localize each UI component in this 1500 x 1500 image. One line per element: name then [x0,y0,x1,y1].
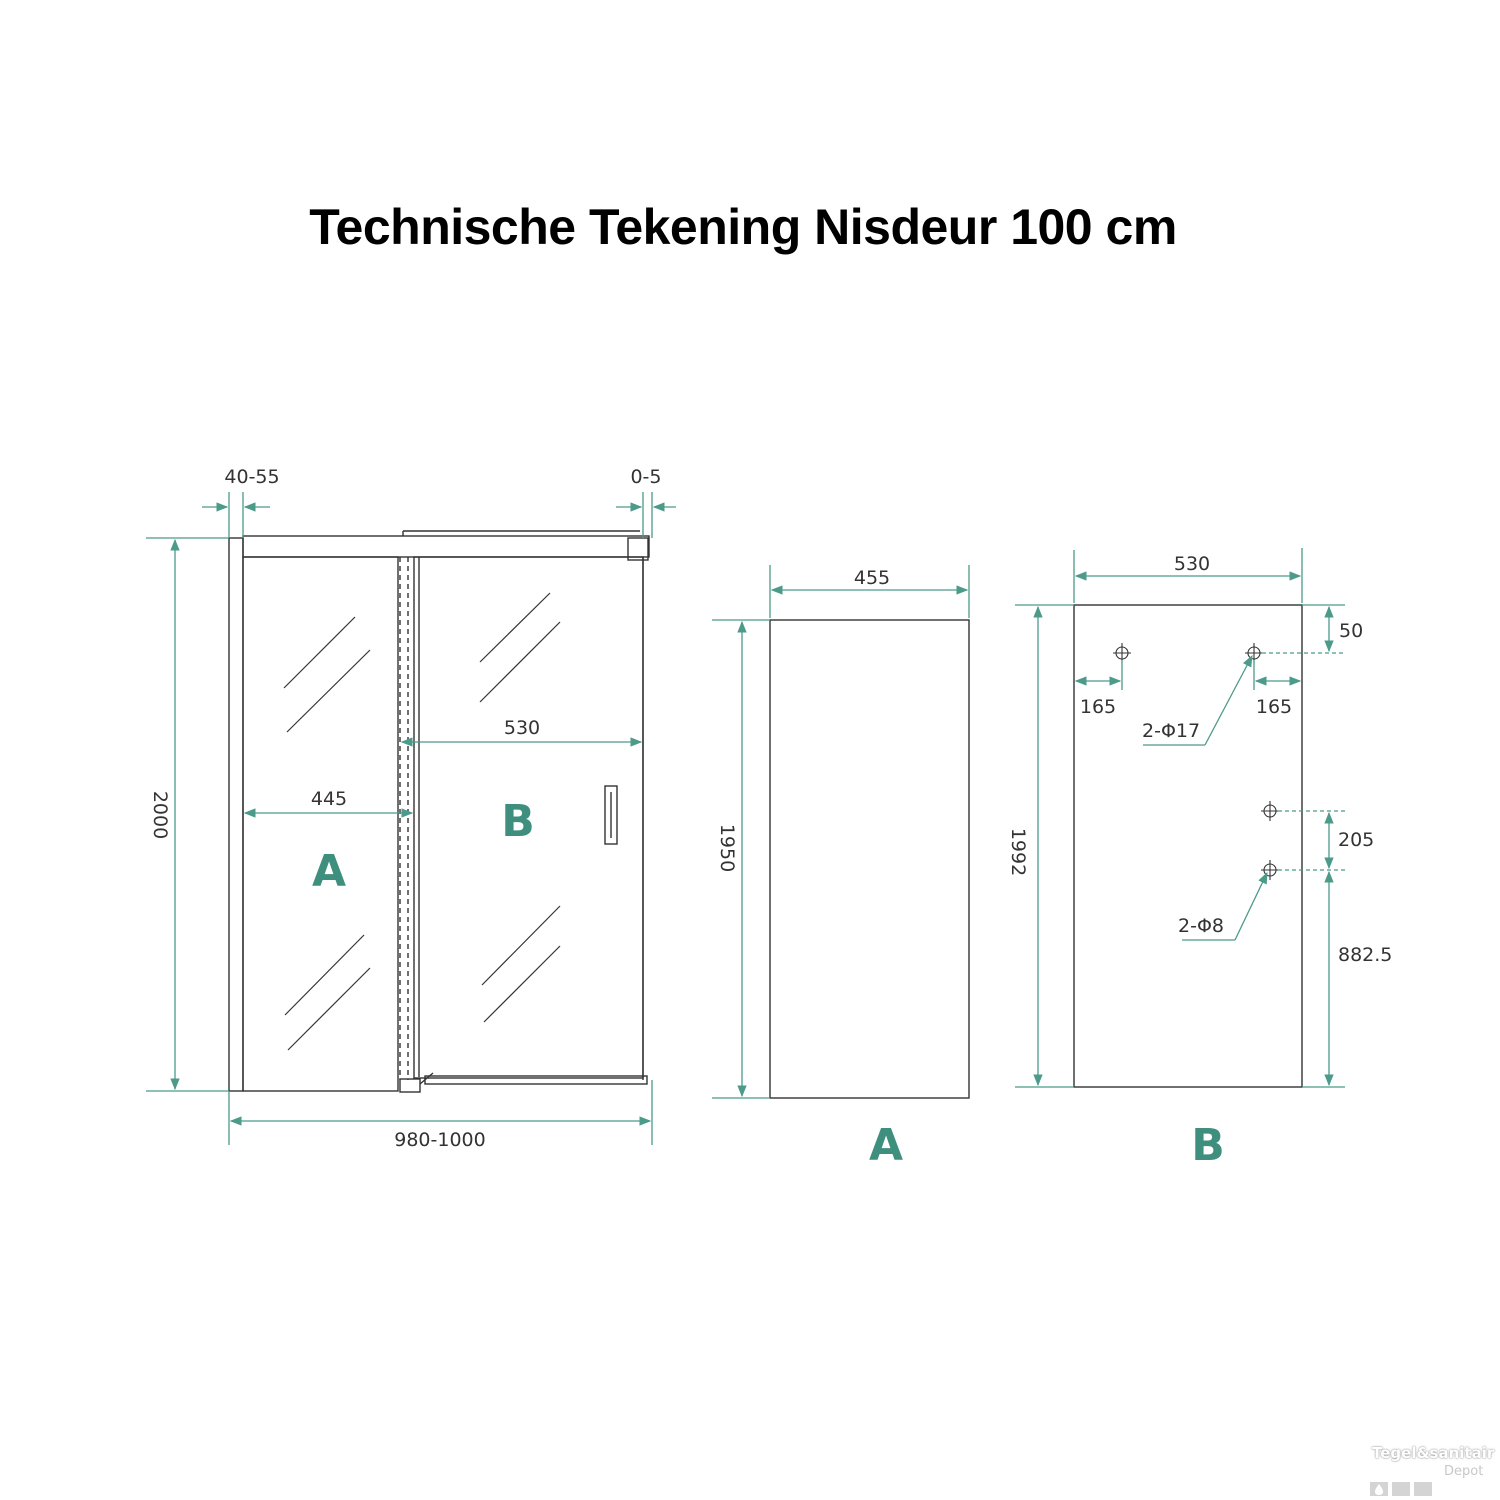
panel-a-caption: A [869,1120,903,1171]
rail-end-cap [627,537,649,561]
hole-small-upper [1261,801,1279,821]
bottom-track [424,1075,648,1085]
glass-reflection [283,592,561,1051]
label-small-holes: 2-Φ8 [1178,915,1224,937]
watermark-line-2: Depot [1444,1464,1484,1479]
assembly-label-a: A [312,846,346,897]
hole-large-left [1113,643,1131,663]
assembly-dimensions [146,492,676,1145]
panel-a-view: 455 1950 A [712,565,970,1171]
wall-profile [228,537,244,1092]
hole-marks [1113,643,1279,880]
label-hole-spacing: 205 [1338,829,1374,851]
hole-large-right [1245,643,1263,663]
label-side-gap: 40-55 [224,466,279,488]
label-lower-offset: 882.5 [1338,944,1392,966]
label-panel-b-detail-width: 530 [1174,553,1210,575]
bottom-guide [399,1078,421,1093]
leader-large-holes [1204,654,1253,746]
panel-b-view: 530 1992 50 165 165 2-Φ17 205 2-Φ8 882.5… [1007,548,1392,1171]
watermark-tiles-icon [1370,1482,1432,1496]
label-panel-a-detail-width: 455 [854,567,890,589]
assembly-view [228,530,650,1093]
label-right-hole-offset: 165 [1256,696,1292,718]
panel-b-caption: B [1191,1120,1225,1171]
panel-b-outline [1073,604,1303,1088]
label-total-width: 980-1000 [394,1129,485,1151]
brand-watermark: Tegel&sanitair Depot [1368,1442,1496,1498]
door-handle [604,785,618,845]
watermark-line-1: Tegel&sanitair [1372,1444,1495,1462]
label-panel-a-width: 445 [311,788,347,810]
leader-small-holes [1234,871,1268,941]
assembly-labels: 40-55 0-5 2000 445 530 980-1000 A B [149,466,662,1151]
label-panel-b-width: 530 [504,717,540,739]
label-panel-b-detail-height: 1992 [1007,828,1029,876]
label-large-holes: 2-Φ17 [1142,720,1200,742]
label-left-hole-offset: 165 [1080,696,1116,718]
assembly-panel-a [242,556,399,1092]
label-height: 2000 [149,791,171,839]
panel-a-outline [769,619,970,1099]
label-right-gap: 0-5 [630,466,661,488]
hole-small-lower [1261,860,1279,880]
label-top-offset: 50 [1339,620,1363,642]
page-title: Technische Tekening Nisdeur 100 cm [309,199,1177,255]
label-panel-a-detail-height: 1950 [716,824,738,872]
top-rail [242,535,650,558]
assembly-label-b: B [501,796,535,847]
